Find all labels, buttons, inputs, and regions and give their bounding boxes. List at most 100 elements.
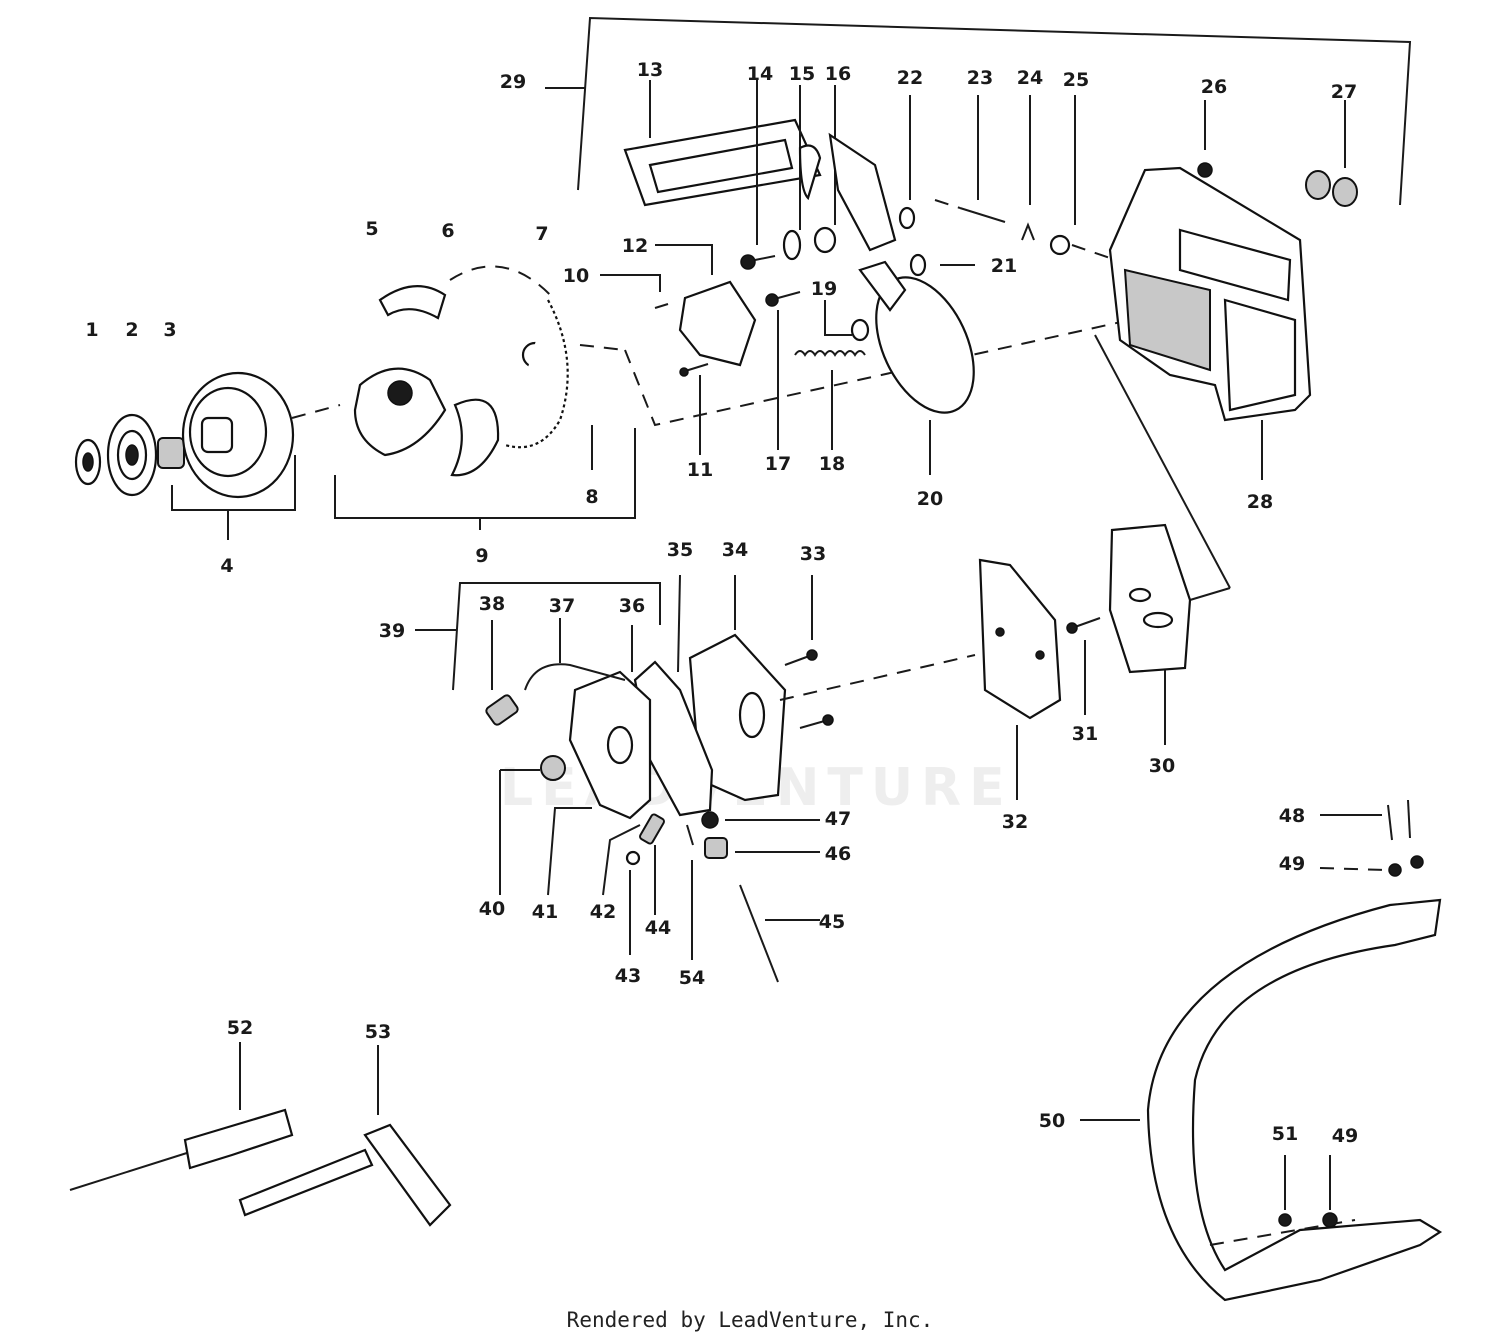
clutch-cover-part-8: [449, 265, 569, 449]
callout-25: 25: [1063, 69, 1089, 91]
nut-part-40: [499, 755, 566, 895]
callout-35: 35: [667, 539, 693, 561]
spring-part-18: [794, 350, 866, 450]
callout-24: 24: [1017, 67, 1043, 89]
brake-band-part-20: [858, 260, 975, 475]
clutch-hub-part-5: [353, 367, 447, 457]
callout-28: 28: [1247, 491, 1273, 513]
screw-part-11: [679, 363, 709, 377]
guide-plate-part-13: [623, 80, 822, 207]
gasket-part-32: [978, 558, 1062, 800]
needle-bearing-part-3: [157, 437, 185, 469]
callout-50: 50: [1039, 1110, 1065, 1132]
oil-filter-part-38: [485, 620, 519, 726]
engine-housing-part-28: [1108, 166, 1312, 480]
callout-12: 12: [622, 235, 648, 257]
chain-guard-part-12: [678, 280, 757, 367]
bracket-plate: [798, 132, 897, 252]
nut-part-49-lower: [1322, 1155, 1338, 1228]
screw-part-14: [740, 80, 776, 270]
nut-part-26: [1197, 100, 1213, 178]
callout-52: 52: [227, 1017, 253, 1039]
clip-part-24: [1021, 95, 1035, 241]
screw-part-10: [654, 303, 669, 309]
callout-7: 7: [535, 223, 548, 245]
callout-38: 38: [479, 593, 505, 615]
oil-pump-body-part-35: [633, 574, 714, 817]
screw-part-51: [1278, 1155, 1292, 1227]
callout-labels: 1 2 3 4 5 6 7 8 9 10 11 12 13 14 15 16 1…: [85, 59, 1358, 1147]
screw-part-33: [784, 575, 834, 729]
screw-part-31: [1066, 617, 1101, 715]
nut-part-19: [824, 300, 870, 342]
callout-23: 23: [967, 67, 993, 89]
callout-43: 43: [615, 965, 641, 987]
screws-part-48: [1320, 799, 1411, 841]
pump-plate-part-36: [568, 625, 652, 820]
callout-4: 4: [220, 555, 233, 577]
callout-11: 11: [687, 459, 713, 481]
callout-48: 48: [1279, 805, 1305, 827]
callout-34: 34: [722, 539, 748, 561]
clutch-drum-part-4: [181, 371, 295, 499]
callout-37: 37: [549, 595, 575, 617]
callout-21: 21: [991, 255, 1017, 277]
nuts-part-49: [1319, 855, 1424, 877]
callout-15: 15: [789, 63, 815, 85]
callout-40: 40: [479, 898, 505, 920]
callout-33: 33: [800, 543, 826, 565]
heat-shield-part-30: [1108, 523, 1192, 745]
nut-part-25: [1049, 95, 1111, 259]
wrench-part-53: [238, 1045, 452, 1227]
callout-3: 3: [163, 319, 176, 341]
callout-44: 44: [645, 917, 671, 939]
callout-16: 16: [825, 63, 851, 85]
callout-26: 26: [1201, 76, 1227, 98]
clutch-nut-part-1: [74, 438, 102, 486]
callout-2: 2: [125, 319, 138, 341]
clutch-shoe-part-6: [378, 285, 500, 477]
callout-17: 17: [765, 453, 791, 475]
callout-53: 53: [365, 1021, 391, 1043]
pin-part-54: [686, 824, 694, 960]
callout-49: 49: [1279, 853, 1305, 875]
callout-30: 30: [1149, 755, 1175, 777]
callout-49-lower: 49: [1332, 1125, 1358, 1147]
callout-29: 29: [500, 71, 526, 93]
rim-sprocket-part-2: [106, 413, 158, 497]
callout-36: 36: [619, 595, 645, 617]
callout-8: 8: [585, 486, 598, 508]
callout-47: 47: [825, 808, 851, 830]
worm-shaft-part-45: [739, 884, 820, 983]
nut-part-47: [701, 811, 820, 829]
washer-part-43: [625, 850, 641, 955]
oil-hose-part-37: [524, 618, 626, 691]
washer-part-21: [909, 253, 975, 277]
chain-link-part-27: [1305, 100, 1358, 207]
callout-45: 45: [819, 911, 845, 933]
callout-5: 5: [365, 218, 378, 240]
callout-18: 18: [819, 453, 845, 475]
callout-14: 14: [747, 63, 773, 85]
callout-54: 54: [679, 967, 705, 989]
callout-31: 31: [1072, 723, 1098, 745]
footer-credit: Rendered by LeadVenture, Inc.: [566, 1308, 934, 1332]
screw-part-44: [639, 813, 665, 915]
nut-part-46: [704, 837, 820, 859]
callout-13: 13: [637, 59, 663, 81]
callout-9: 9: [475, 545, 488, 567]
callout-1: 1: [85, 319, 98, 341]
callout-41: 41: [532, 901, 558, 923]
callout-27: 27: [1331, 81, 1357, 103]
callout-22: 22: [897, 67, 923, 89]
screwdriver-part-52: [69, 1042, 294, 1191]
group-bracket-29: [545, 16, 1412, 206]
callout-10: 10: [563, 265, 589, 287]
callout-19: 19: [811, 278, 837, 300]
callout-42: 42: [590, 901, 616, 923]
callout-32: 32: [1002, 811, 1028, 833]
callout-20: 20: [917, 488, 943, 510]
callout-39: 39: [379, 620, 405, 642]
callout-6: 6: [441, 220, 454, 242]
